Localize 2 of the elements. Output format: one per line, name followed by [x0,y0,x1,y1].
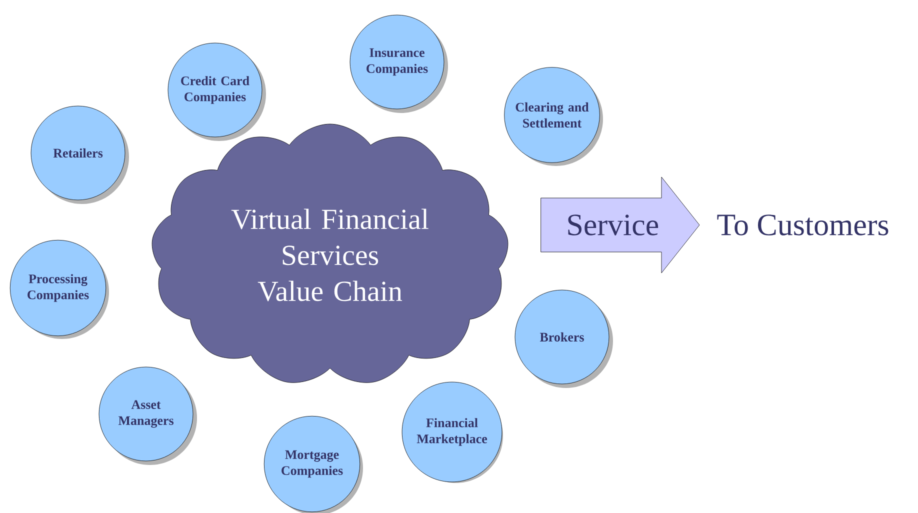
destination-text: To Customers [717,214,888,236]
edge-label: Service [565,214,660,236]
